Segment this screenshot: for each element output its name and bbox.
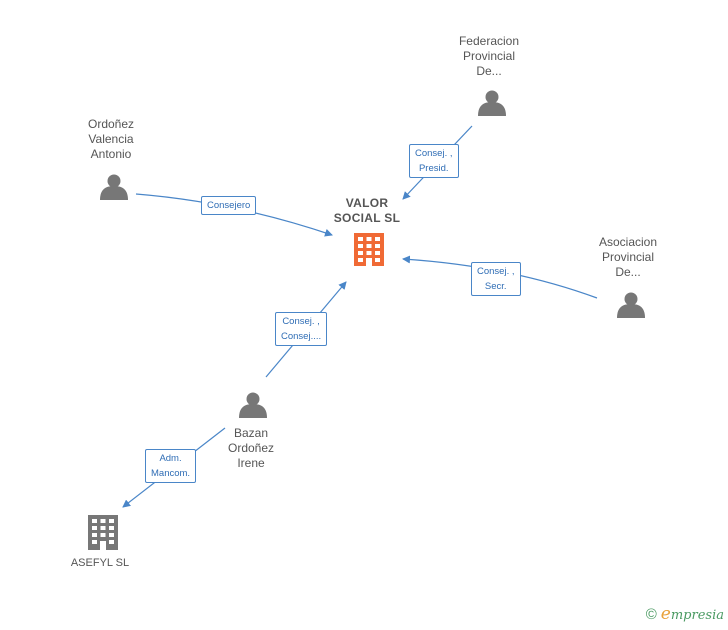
brand-text: mpresia [670,608,724,623]
edge-label-line: Adm. [159,453,182,464]
label-line: ASEFYL SL [70,557,130,569]
edge-label-line: Secr. [484,281,507,292]
building-icon[interactable] [88,515,118,550]
node-label-asociacion[interactable]: Asociacion Provincial De... [573,235,683,280]
edge-label-line: Consej. , [415,148,453,159]
edge-label-bazan-asefyl[interactable]: Adm. Mancom. [145,449,197,483]
label-line: Federacion [458,34,520,48]
person-icon[interactable] [478,90,506,117]
label-line: Ordoñez [87,117,135,131]
label-line: Provincial [462,49,516,63]
label-line: Asociacion [598,235,658,249]
edge-label-line: Consej. , [477,266,515,277]
node-label-federacion[interactable]: Federacion Provincial De... [434,34,544,79]
label-line: Irene [237,456,265,470]
edge-label-line: Mancom. [151,468,191,479]
label-line: Bazan [233,426,269,440]
node-label-asefyl[interactable]: ASEFYL SL [45,556,155,571]
node-label-ordonez[interactable]: Ordoñez Valencia Antonio [56,117,166,162]
label-line: Valencia [88,132,134,146]
building-icon[interactable] [354,233,384,266]
label-line: De... [476,64,502,78]
label-line: Provincial [601,250,655,264]
label-line: SOCIAL SL [333,211,401,225]
node-label-bazan[interactable]: Bazan Ordoñez Irene [196,426,306,471]
label-line: Ordoñez [227,441,275,455]
person-icon[interactable] [239,392,267,419]
person-icon[interactable] [617,292,645,319]
edge-label-federacion[interactable]: Consej. , Presid. [409,144,459,178]
brand-footer: © empresia [646,604,724,624]
person-icon[interactable] [100,174,128,201]
brand-logo[interactable]: empresia [661,604,724,624]
edge-label-line: Consej.... [281,331,322,342]
edge-label-ordonez[interactable]: Consejero [201,196,257,215]
label-line: VALOR [345,196,389,210]
copyright-icon: © [645,605,657,623]
label-line: De... [615,265,641,279]
edge-label-line: Presid. [418,163,449,174]
center-company-label[interactable]: VALOR SOCIAL SL [312,196,422,226]
edge-label-asociacion[interactable]: Consej. , Secr. [471,262,521,296]
edge-label-bazan-center[interactable]: Consej. , Consej.... [275,312,328,346]
edge-label-line: Consej. , [282,316,320,327]
label-line: Antonio [90,147,132,161]
edge-label-line: Consejero [207,200,251,211]
brand-initial: e [660,604,671,624]
